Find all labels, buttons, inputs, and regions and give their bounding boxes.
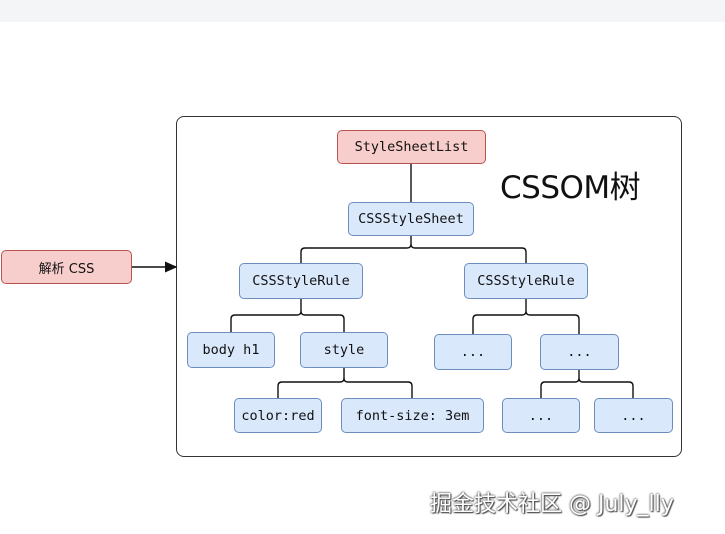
ellipsis-node: ... — [594, 398, 673, 433]
ellipsis-node: ... — [434, 334, 512, 370]
cssstylerule-left-node: CSSStyleRule — [239, 263, 363, 299]
selector-body-h1-node: body h1 — [187, 332, 275, 368]
color-red-decl-node: color:red — [234, 398, 322, 433]
font-size-decl-node: font-size: 3em — [341, 398, 484, 433]
top-bar — [0, 0, 725, 22]
ellipsis-node: ... — [502, 398, 580, 433]
parse-css-node: 解析 CSS — [1, 250, 132, 284]
cssstylesheet-node: CSSStyleSheet — [348, 202, 474, 236]
cssstylerule-right-node: CSSStyleRule — [464, 263, 588, 299]
ellipsis-node: ... — [540, 334, 619, 370]
style-node: style — [300, 332, 388, 368]
stylesheetlist-node: StyleSheetList — [337, 130, 486, 164]
diagram-title: CSSOM树 — [500, 170, 641, 206]
watermark: 掘金技术社区 @ July_lly — [430, 492, 674, 517]
